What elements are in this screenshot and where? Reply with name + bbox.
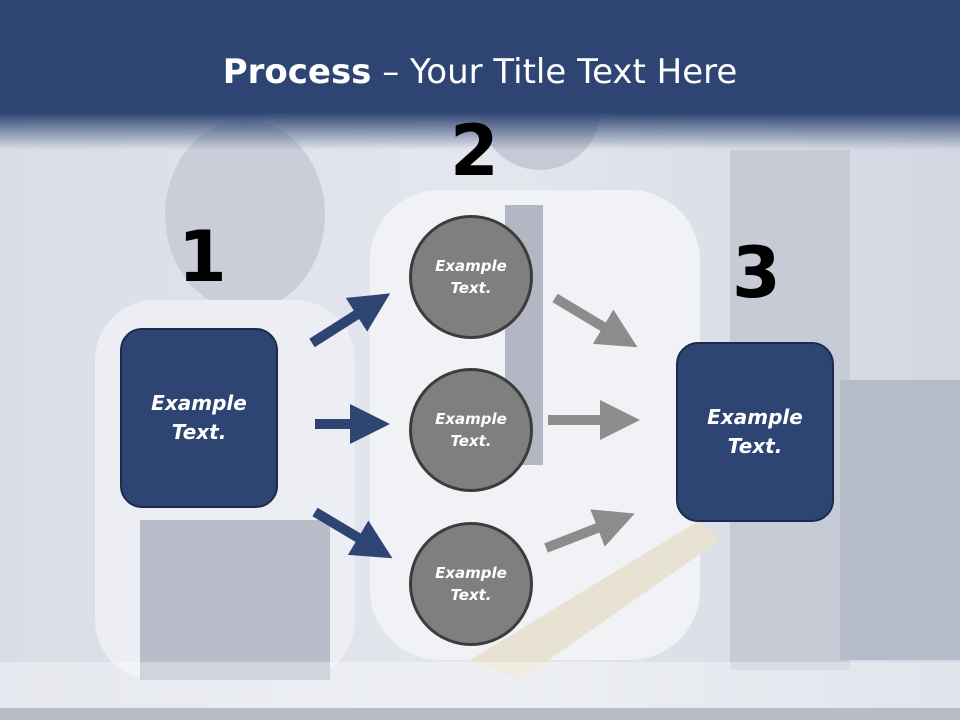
circle-top-text: Example Text.: [435, 256, 507, 298]
step-number-2: 2: [450, 110, 499, 192]
step-number-3: 3: [732, 232, 781, 314]
circle-middle-text: Example Text.: [435, 409, 507, 451]
arrow-top-to-3: [552, 293, 638, 348]
arrow-1-to-top: [309, 293, 391, 348]
footer-strip: [0, 708, 960, 720]
title-bold: Process: [222, 52, 372, 92]
slide-title: Process – Your Title Text Here: [0, 52, 960, 92]
step-1-box: Example Text.: [120, 328, 278, 508]
step-2-circle-bottom: Example Text.: [409, 522, 533, 646]
step-2-circle-top: Example Text.: [409, 215, 533, 339]
step-1-text: Example Text.: [151, 391, 247, 444]
step-3-text: Example Text.: [707, 405, 803, 458]
step-number-1: 1: [178, 216, 227, 298]
title-bar: [0, 0, 960, 150]
arrow-1-to-bottom: [312, 507, 393, 559]
arrow-bottom-to-3: [544, 509, 635, 553]
step-3-box: Example Text.: [676, 342, 834, 522]
step-2-circle-middle: Example Text.: [409, 368, 533, 492]
circle-bottom-text: Example Text.: [435, 563, 507, 605]
title-rest: – Your Title Text Here: [371, 52, 738, 92]
